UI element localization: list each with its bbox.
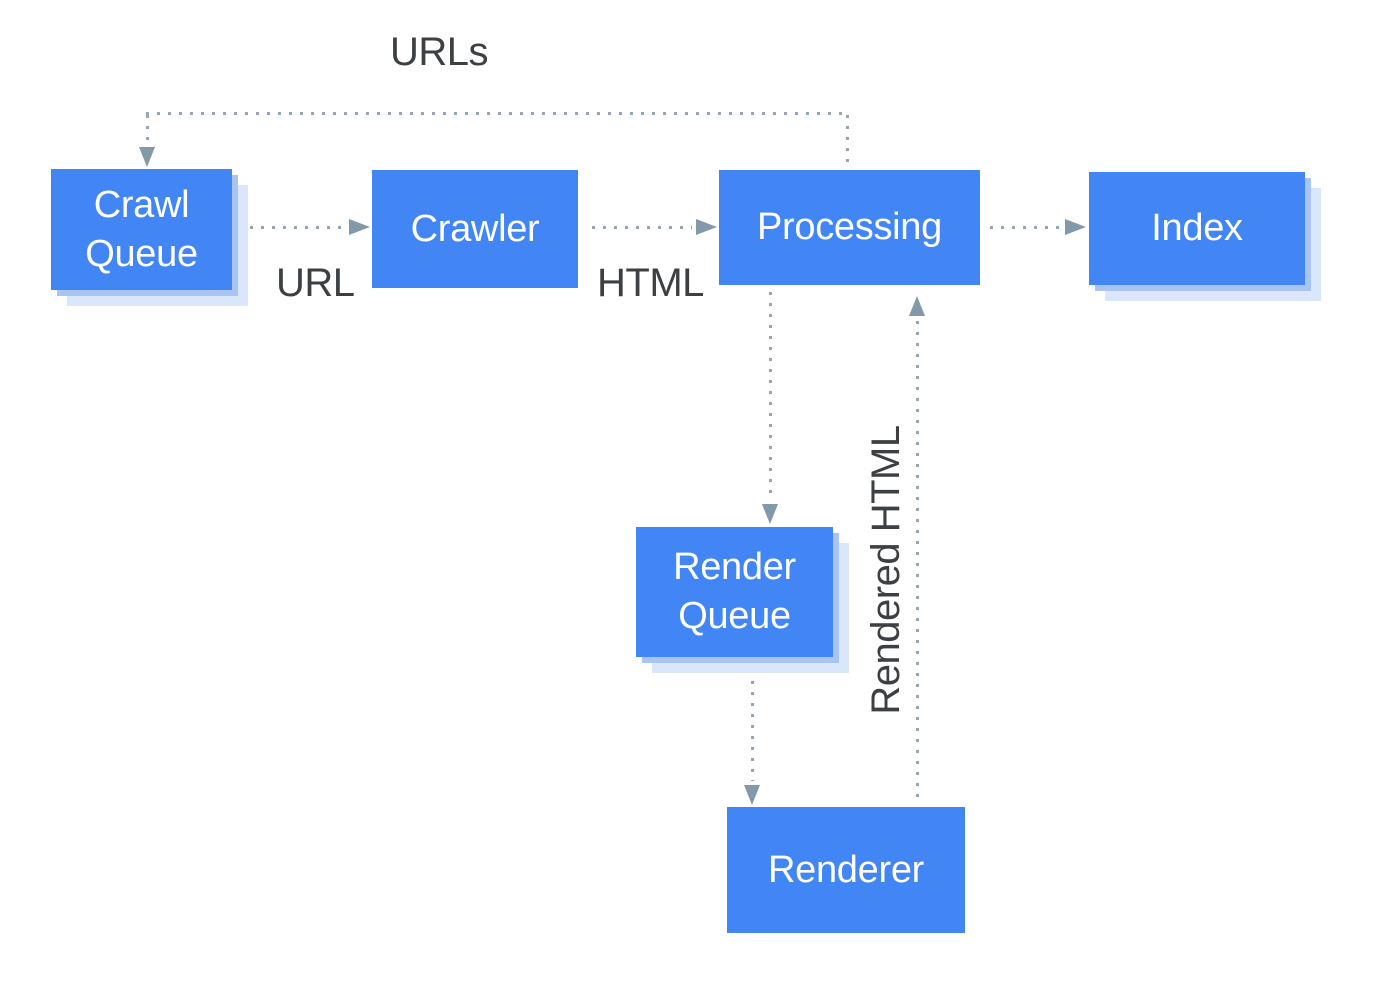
arrowhead-into-renderer-icon bbox=[744, 785, 760, 805]
node-render-queue-label: Render Queue bbox=[673, 546, 796, 637]
arrowhead-into-index-icon bbox=[1065, 219, 1086, 235]
edge-urls-right-segment bbox=[846, 115, 849, 169]
arrowhead-into-crawl-queue-icon bbox=[139, 147, 155, 167]
node-crawl-queue-label: Crawl Queue bbox=[85, 183, 198, 275]
edge-label-url: URL bbox=[276, 261, 355, 305]
node-index-label: Index bbox=[1151, 207, 1243, 250]
node-processing-label: Processing bbox=[757, 206, 942, 249]
node-crawler: Crawler bbox=[372, 170, 578, 288]
edge-renderer-to-processing-line bbox=[916, 321, 919, 805]
edge-label-urls: URLs bbox=[390, 30, 489, 74]
edge-crawl-queue-to-crawler-line bbox=[250, 226, 345, 229]
arrowhead-into-processing-icon bbox=[696, 219, 717, 235]
edge-label-html: HTML bbox=[597, 261, 704, 305]
arrowhead-into-render-queue-icon bbox=[762, 504, 778, 524]
node-index: Index bbox=[1089, 172, 1305, 285]
arrowhead-into-crawler-icon bbox=[349, 219, 370, 235]
edge-crawler-to-processing-line bbox=[592, 226, 692, 229]
node-renderer-label: Renderer bbox=[767, 848, 925, 891]
node-processing: Processing bbox=[719, 170, 980, 285]
edge-urls-horizontal-line bbox=[146, 112, 850, 115]
edge-label-rendered-html: Rendered HTML bbox=[863, 425, 908, 715]
edge-render-queue-to-renderer-line bbox=[751, 681, 754, 781]
edge-processing-to-index-line bbox=[990, 226, 1061, 229]
edge-urls-left-segment bbox=[146, 115, 149, 146]
node-crawl-queue: Crawl Queue bbox=[51, 169, 232, 290]
node-renderer: Renderer bbox=[727, 807, 965, 933]
node-render-queue: Render Queue bbox=[636, 527, 833, 657]
node-crawler-label: Crawler bbox=[410, 207, 540, 250]
arrowhead-up-into-processing-icon bbox=[909, 296, 925, 316]
edge-processing-to-render-queue-line bbox=[769, 292, 772, 500]
